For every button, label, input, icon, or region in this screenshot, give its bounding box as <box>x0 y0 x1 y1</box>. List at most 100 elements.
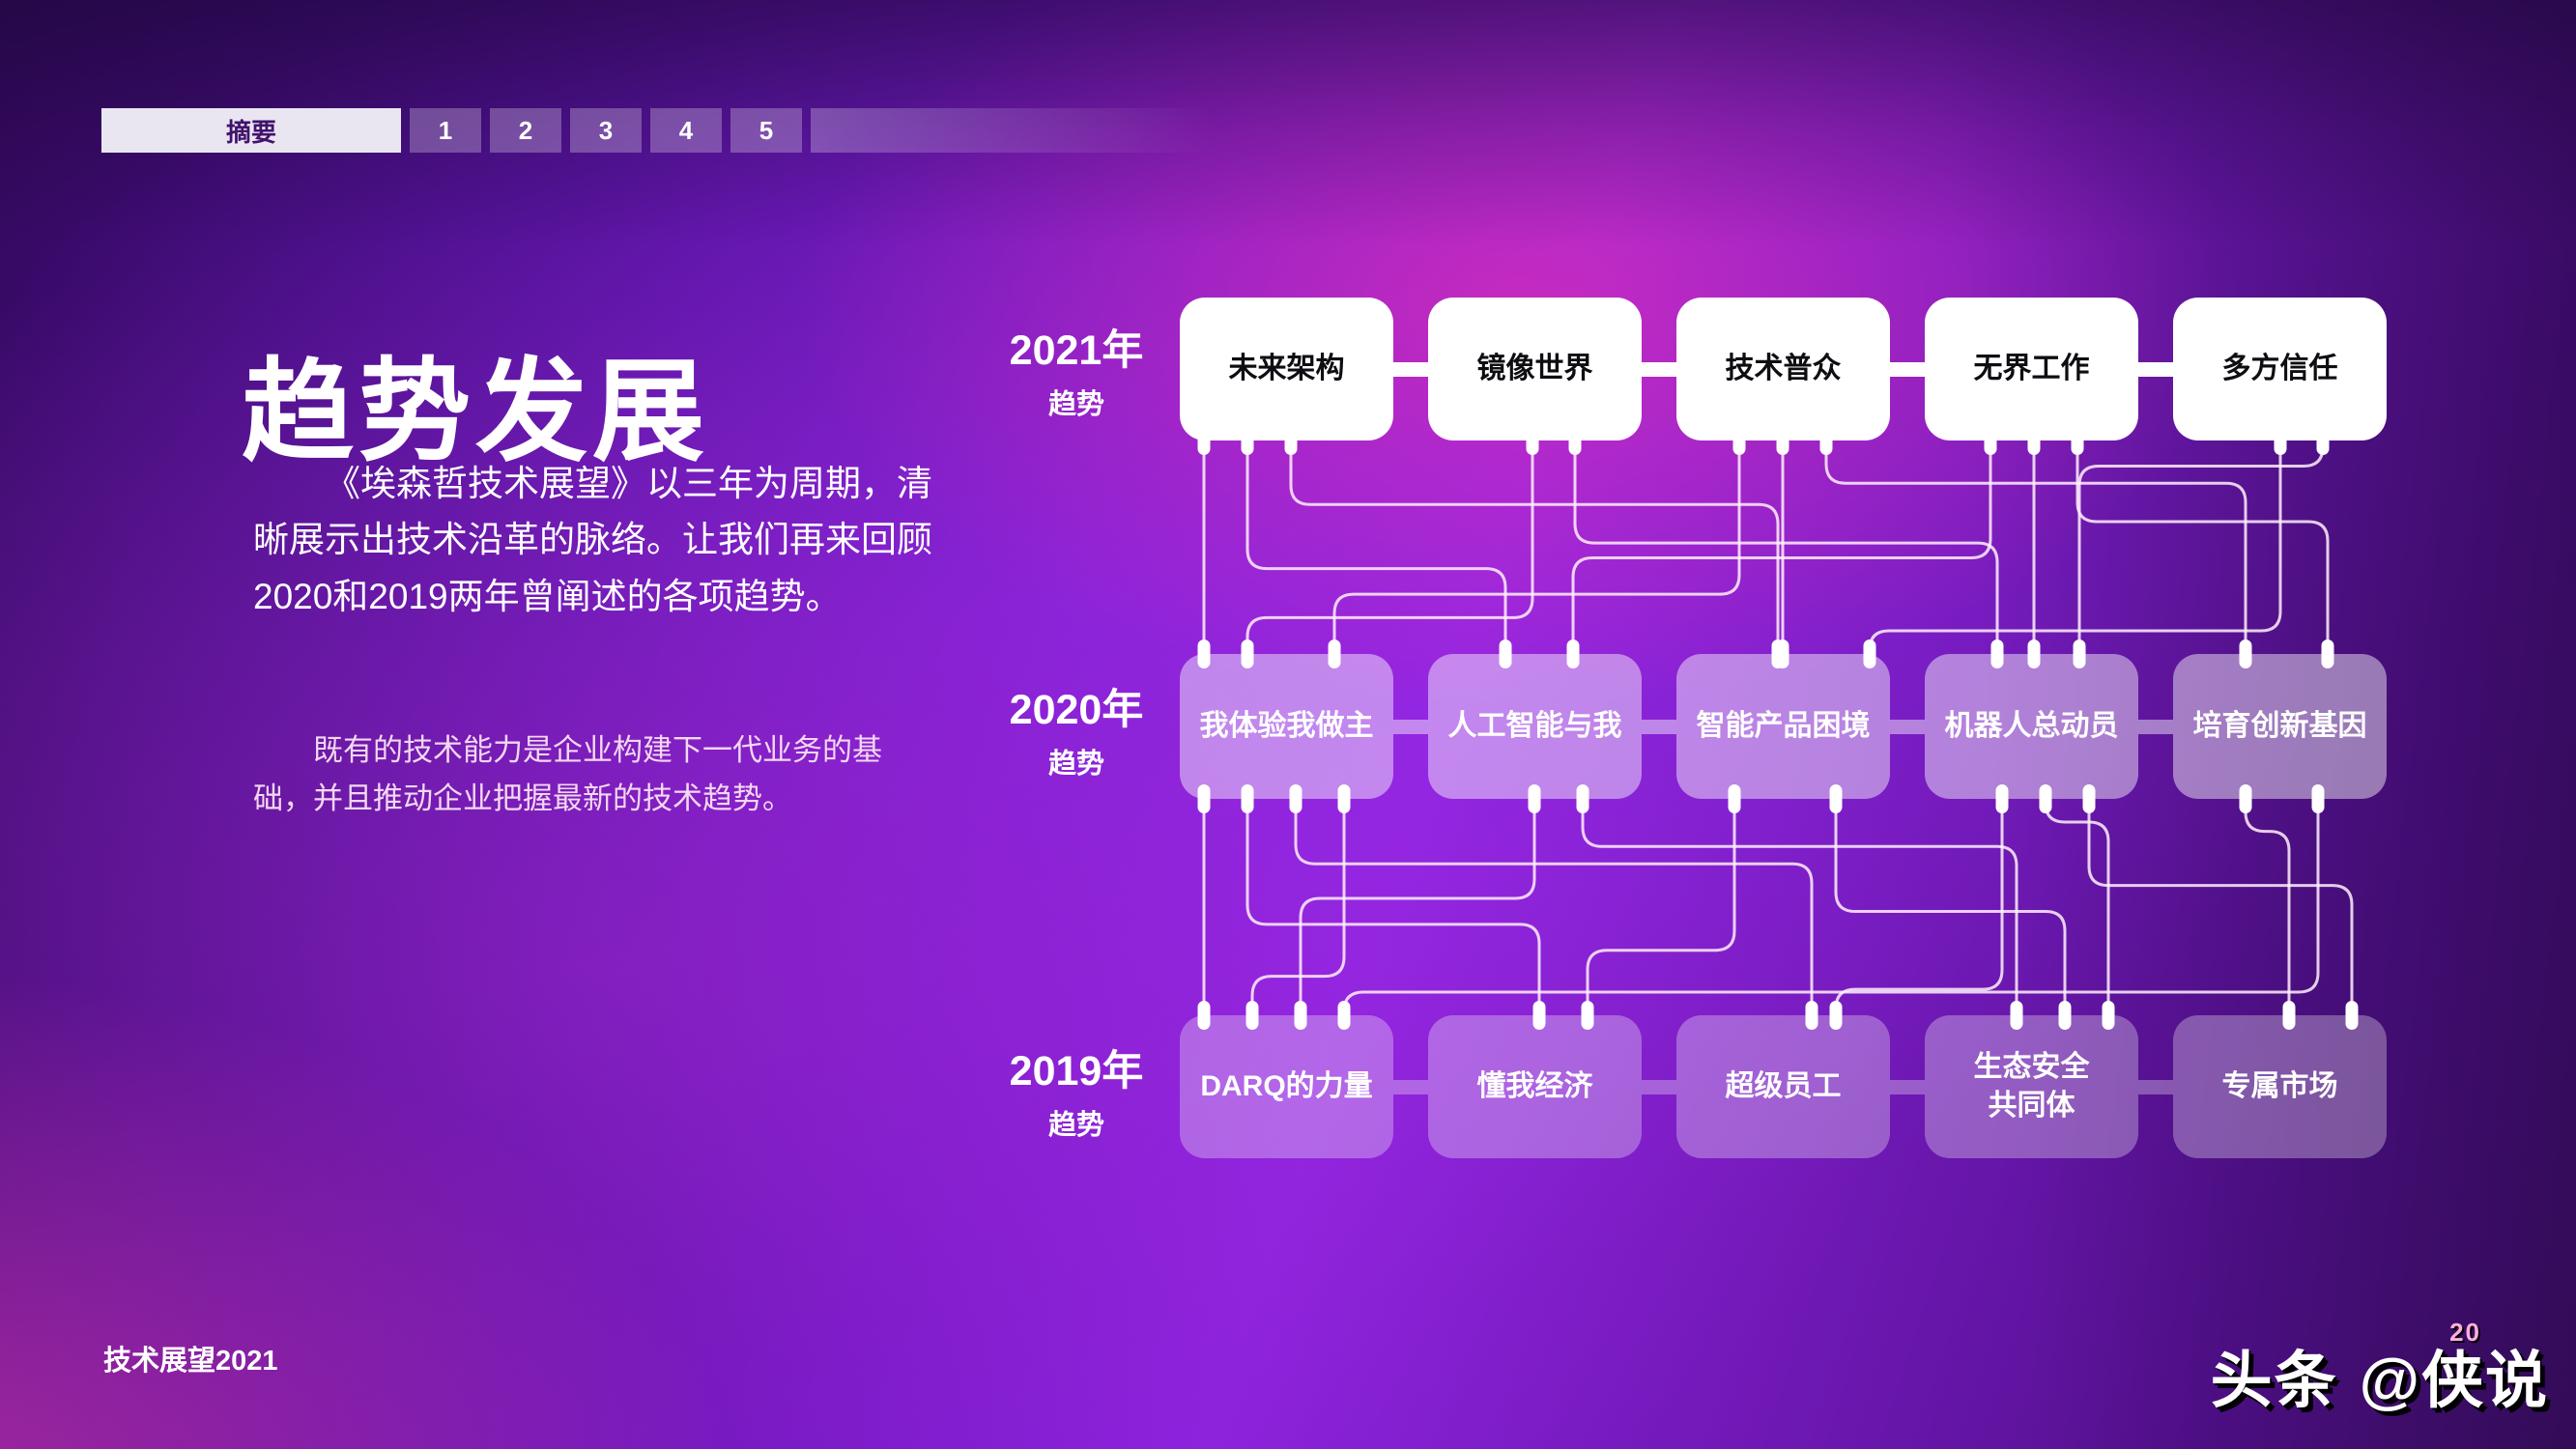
year-subtitle: 趋势 <box>1047 1110 1104 1142</box>
trend-box: 我体验我做主 <box>1180 654 1393 799</box>
watermark-brand: 头条 <box>2210 1346 2338 1415</box>
trend-box: 未来架构 <box>1180 298 1393 440</box>
trend-box: 培育创新基因 <box>2173 654 2387 799</box>
connector-nub <box>2239 639 2252 668</box>
tab-section-1[interactable]: 1 <box>410 108 481 153</box>
connector-line <box>2244 799 2291 1015</box>
connector-line <box>1294 799 1814 1015</box>
trend-box: 多方信任 <box>2173 298 2387 440</box>
connector-nub <box>1829 1001 1843 1030</box>
year-label-2019: 2019年趋势 <box>994 1048 1159 1143</box>
watermark-superscript: 20 <box>2449 1318 2481 1347</box>
page-title: 趋势发展 <box>242 348 709 474</box>
connector-line <box>1868 440 2282 654</box>
trend-box: DARQ的力量 <box>1180 1015 1393 1158</box>
connector-nub <box>1532 1001 1546 1030</box>
connector-nub <box>2282 1001 2296 1030</box>
trend-box: 镜像世界 <box>1428 298 1642 440</box>
row-link-bar <box>1642 1079 1676 1094</box>
connector-line <box>1245 799 1541 1015</box>
connector-nub <box>2321 639 2334 668</box>
connector-line <box>1824 440 2247 654</box>
progress-fade-strip <box>811 108 1213 153</box>
connector-line <box>1834 799 2067 1015</box>
connector-nub <box>1337 1001 1351 1030</box>
connector-nub <box>2102 1001 2115 1030</box>
connector-nub <box>1197 1001 1211 1030</box>
row-link-bar <box>2138 1079 2173 1094</box>
year-text: 2021年 <box>1009 327 1144 374</box>
connector-line <box>1250 799 1346 1015</box>
row-link-bar <box>1393 1079 1428 1094</box>
row-link-bar <box>2138 361 2173 377</box>
year-text: 2020年 <box>1009 687 1144 733</box>
trend-box: 懂我经济 <box>1428 1015 1642 1158</box>
connector-line <box>1834 799 2004 1015</box>
connector-nub <box>1576 784 1589 813</box>
connector-nub <box>2073 639 2086 668</box>
year-text: 2019年 <box>1009 1048 1144 1094</box>
connector-nub <box>1995 784 2009 813</box>
row-link-bar <box>1393 361 1428 377</box>
connector-line <box>1342 799 2320 1015</box>
year-subtitle: 趋势 <box>1047 389 1104 421</box>
tab-section-5[interactable]: 5 <box>730 108 802 153</box>
connector-nub <box>2039 784 2052 813</box>
connector-line <box>1573 440 1999 654</box>
connector-line <box>1299 799 1536 1015</box>
connector-nub <box>2010 1001 2023 1030</box>
trend-box: 超级员工 <box>1676 1015 1890 1158</box>
trend-box: 机器人总动员 <box>1925 654 2138 799</box>
connector-nub <box>1776 639 1789 668</box>
document-footer-label: 技术展望2021 <box>103 1346 278 1377</box>
trend-box: 生态安全 共同体 <box>1925 1015 2138 1158</box>
year-label-2021: 2021年趋势 <box>994 327 1159 422</box>
tab-section-3[interactable]: 3 <box>570 108 642 153</box>
intro-paragraph: 《埃森哲技术展望》以三年为周期，清晰展示出技术沿革的脉络。让我们再来回顾2020… <box>253 464 932 616</box>
tab-section-2[interactable]: 2 <box>490 108 561 153</box>
connector-nub <box>2311 784 2325 813</box>
trend-box: 无界工作 <box>1925 298 2138 440</box>
connector-line <box>1332 440 1741 654</box>
connector-nub <box>2058 1001 2072 1030</box>
connector-nub <box>1990 639 2004 668</box>
row-link-bar <box>1393 719 1428 734</box>
row-link-bar <box>1642 361 1676 377</box>
connector-nub <box>1728 784 1741 813</box>
connector-nub <box>1328 639 1341 668</box>
connector-nub <box>2239 784 2252 813</box>
connector-nub <box>1337 784 1351 813</box>
connector-nub <box>2027 639 2041 668</box>
connector-nub <box>1863 639 1876 668</box>
connector-line <box>1586 799 1736 1015</box>
row-link-bar <box>1890 719 1925 734</box>
connector-nub <box>1829 784 1843 813</box>
connector-line <box>1289 440 1780 654</box>
row-link-bar <box>1890 361 1925 377</box>
tab-section-4[interactable]: 4 <box>650 108 722 153</box>
trend-box: 智能产品困境 <box>1676 654 1890 799</box>
connector-line <box>2044 799 2110 1015</box>
connector-nub <box>1241 784 1254 813</box>
year-label-2020: 2020年趋势 <box>994 687 1159 781</box>
trend-box: 人工智能与我 <box>1428 654 1642 799</box>
row-link-bar <box>1890 1079 1925 1094</box>
connector-line <box>2087 799 2354 1015</box>
connector-nub <box>1528 784 1541 813</box>
section-progress-bar: 摘要 1 2 3 4 5 <box>101 108 1213 153</box>
connector-nub <box>1805 1001 1818 1030</box>
tab-summary[interactable]: 摘要 <box>101 108 401 153</box>
connector-nub <box>1581 1001 1594 1030</box>
connector-nub <box>1499 639 1512 668</box>
connector-line <box>1571 440 1992 654</box>
trend-box: 专属市场 <box>2173 1015 2387 1158</box>
connector-line <box>2075 440 2330 654</box>
trend-box: 技术普众 <box>1676 298 1890 440</box>
year-subtitle: 趋势 <box>1047 749 1104 781</box>
watermark: 头条@侠说 20 <box>2210 1318 2549 1420</box>
connector-line <box>1581 799 2018 1015</box>
row-link-bar <box>2138 719 2173 734</box>
